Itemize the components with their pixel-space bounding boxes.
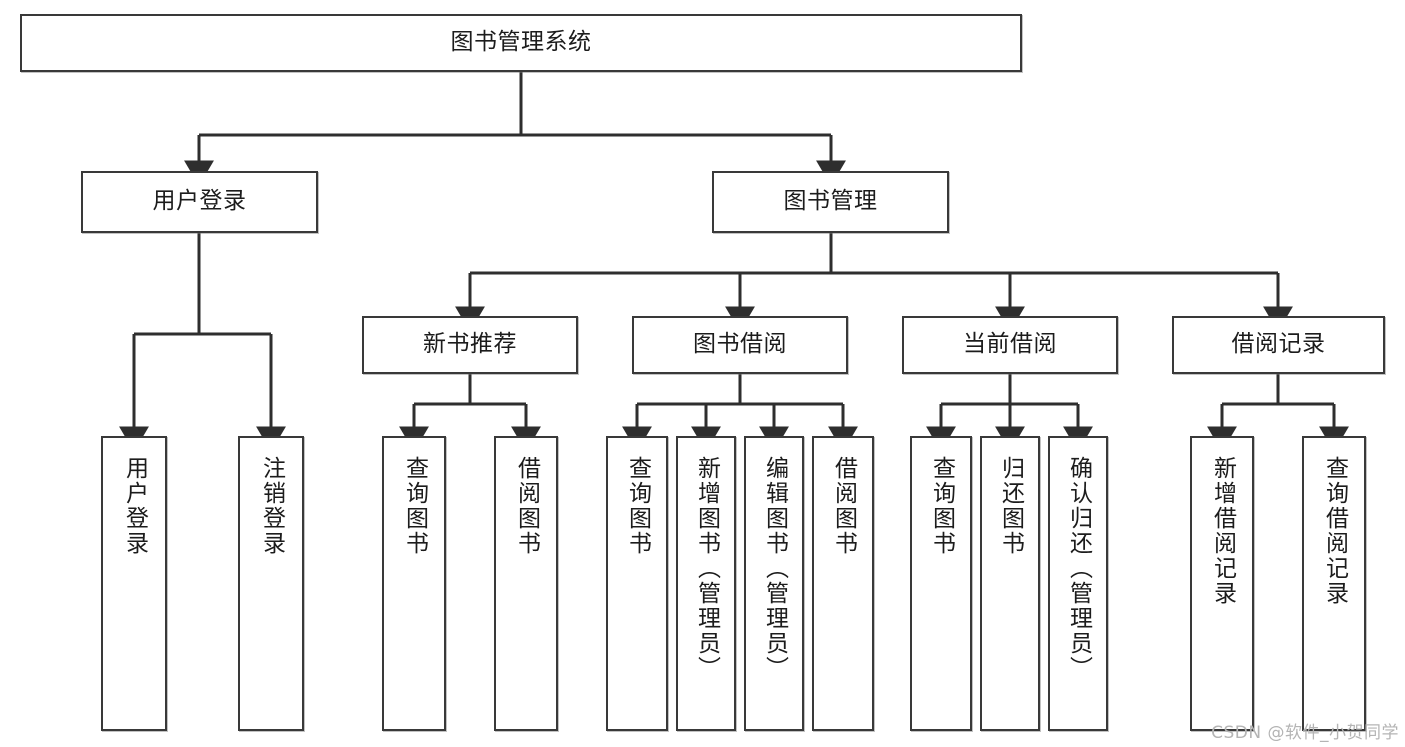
node-borrow-record[interactable]: 借阅记录 <box>1172 316 1385 374</box>
leaf-logout[interactable]: 注销登录 <box>238 436 304 731</box>
leaf-query-book-cb[interactable]: 查询图书 <box>910 436 972 731</box>
node-book-management[interactable]: 图书管理 <box>712 171 949 233</box>
leaf-confirm-return-admin[interactable]: 确认归还（管理员） <box>1048 436 1108 731</box>
leaf-borrow-book-bb[interactable]: 借阅图书 <box>812 436 874 731</box>
leaf-query-book-bb[interactable]: 查询图书 <box>606 436 668 731</box>
node-label: 查询图书 <box>624 456 651 556</box>
node-label: 新增借阅记录 <box>1209 456 1236 606</box>
node-label: 借阅记录 <box>1231 331 1326 358</box>
node-label: 图书借阅 <box>693 331 787 358</box>
node-label: 图书管理系统 <box>450 29 592 56</box>
node-label: 用户登录 <box>152 188 247 215</box>
leaf-user-login[interactable]: 用户登录 <box>101 436 167 731</box>
node-current-borrow[interactable]: 当前借阅 <box>902 316 1118 374</box>
node-label: 注销登录 <box>258 456 285 556</box>
node-label: 借阅图书 <box>830 456 857 556</box>
node-label: 归还图书 <box>997 456 1024 556</box>
leaf-borrow-book-nbr[interactable]: 借阅图书 <box>494 436 558 731</box>
node-label: 查询图书 <box>401 456 428 556</box>
watermark-text: CSDN @软件_小贺同学 <box>1211 723 1399 743</box>
node-label: 确认归还（管理员） <box>1065 456 1092 681</box>
node-label: 新增图书（管理员） <box>693 456 720 681</box>
node-label: 查询图书 <box>928 456 955 556</box>
node-label: 用户登录 <box>121 456 148 556</box>
node-label: 查询借阅记录 <box>1321 456 1348 606</box>
node-label: 借阅图书 <box>513 456 540 556</box>
node-label: 新书推荐 <box>423 331 517 358</box>
node-user-login[interactable]: 用户登录 <box>81 171 318 233</box>
leaf-query-borrow-record[interactable]: 查询借阅记录 <box>1302 436 1366 731</box>
leaf-edit-book-admin[interactable]: 编辑图书（管理员） <box>744 436 804 731</box>
leaf-add-book-admin[interactable]: 新增图书（管理员） <box>676 436 736 731</box>
node-book-borrow[interactable]: 图书借阅 <box>632 316 848 374</box>
leaf-add-borrow-record[interactable]: 新增借阅记录 <box>1190 436 1254 731</box>
node-new-book-recommend[interactable]: 新书推荐 <box>362 316 578 374</box>
leaf-return-book[interactable]: 归还图书 <box>980 436 1040 731</box>
node-label: 编辑图书（管理员） <box>761 456 788 681</box>
node-label: 当前借阅 <box>963 331 1057 358</box>
node-root-system[interactable]: 图书管理系统 <box>20 14 1022 72</box>
node-label: 图书管理 <box>783 188 878 215</box>
leaf-query-book-nbr[interactable]: 查询图书 <box>382 436 446 731</box>
